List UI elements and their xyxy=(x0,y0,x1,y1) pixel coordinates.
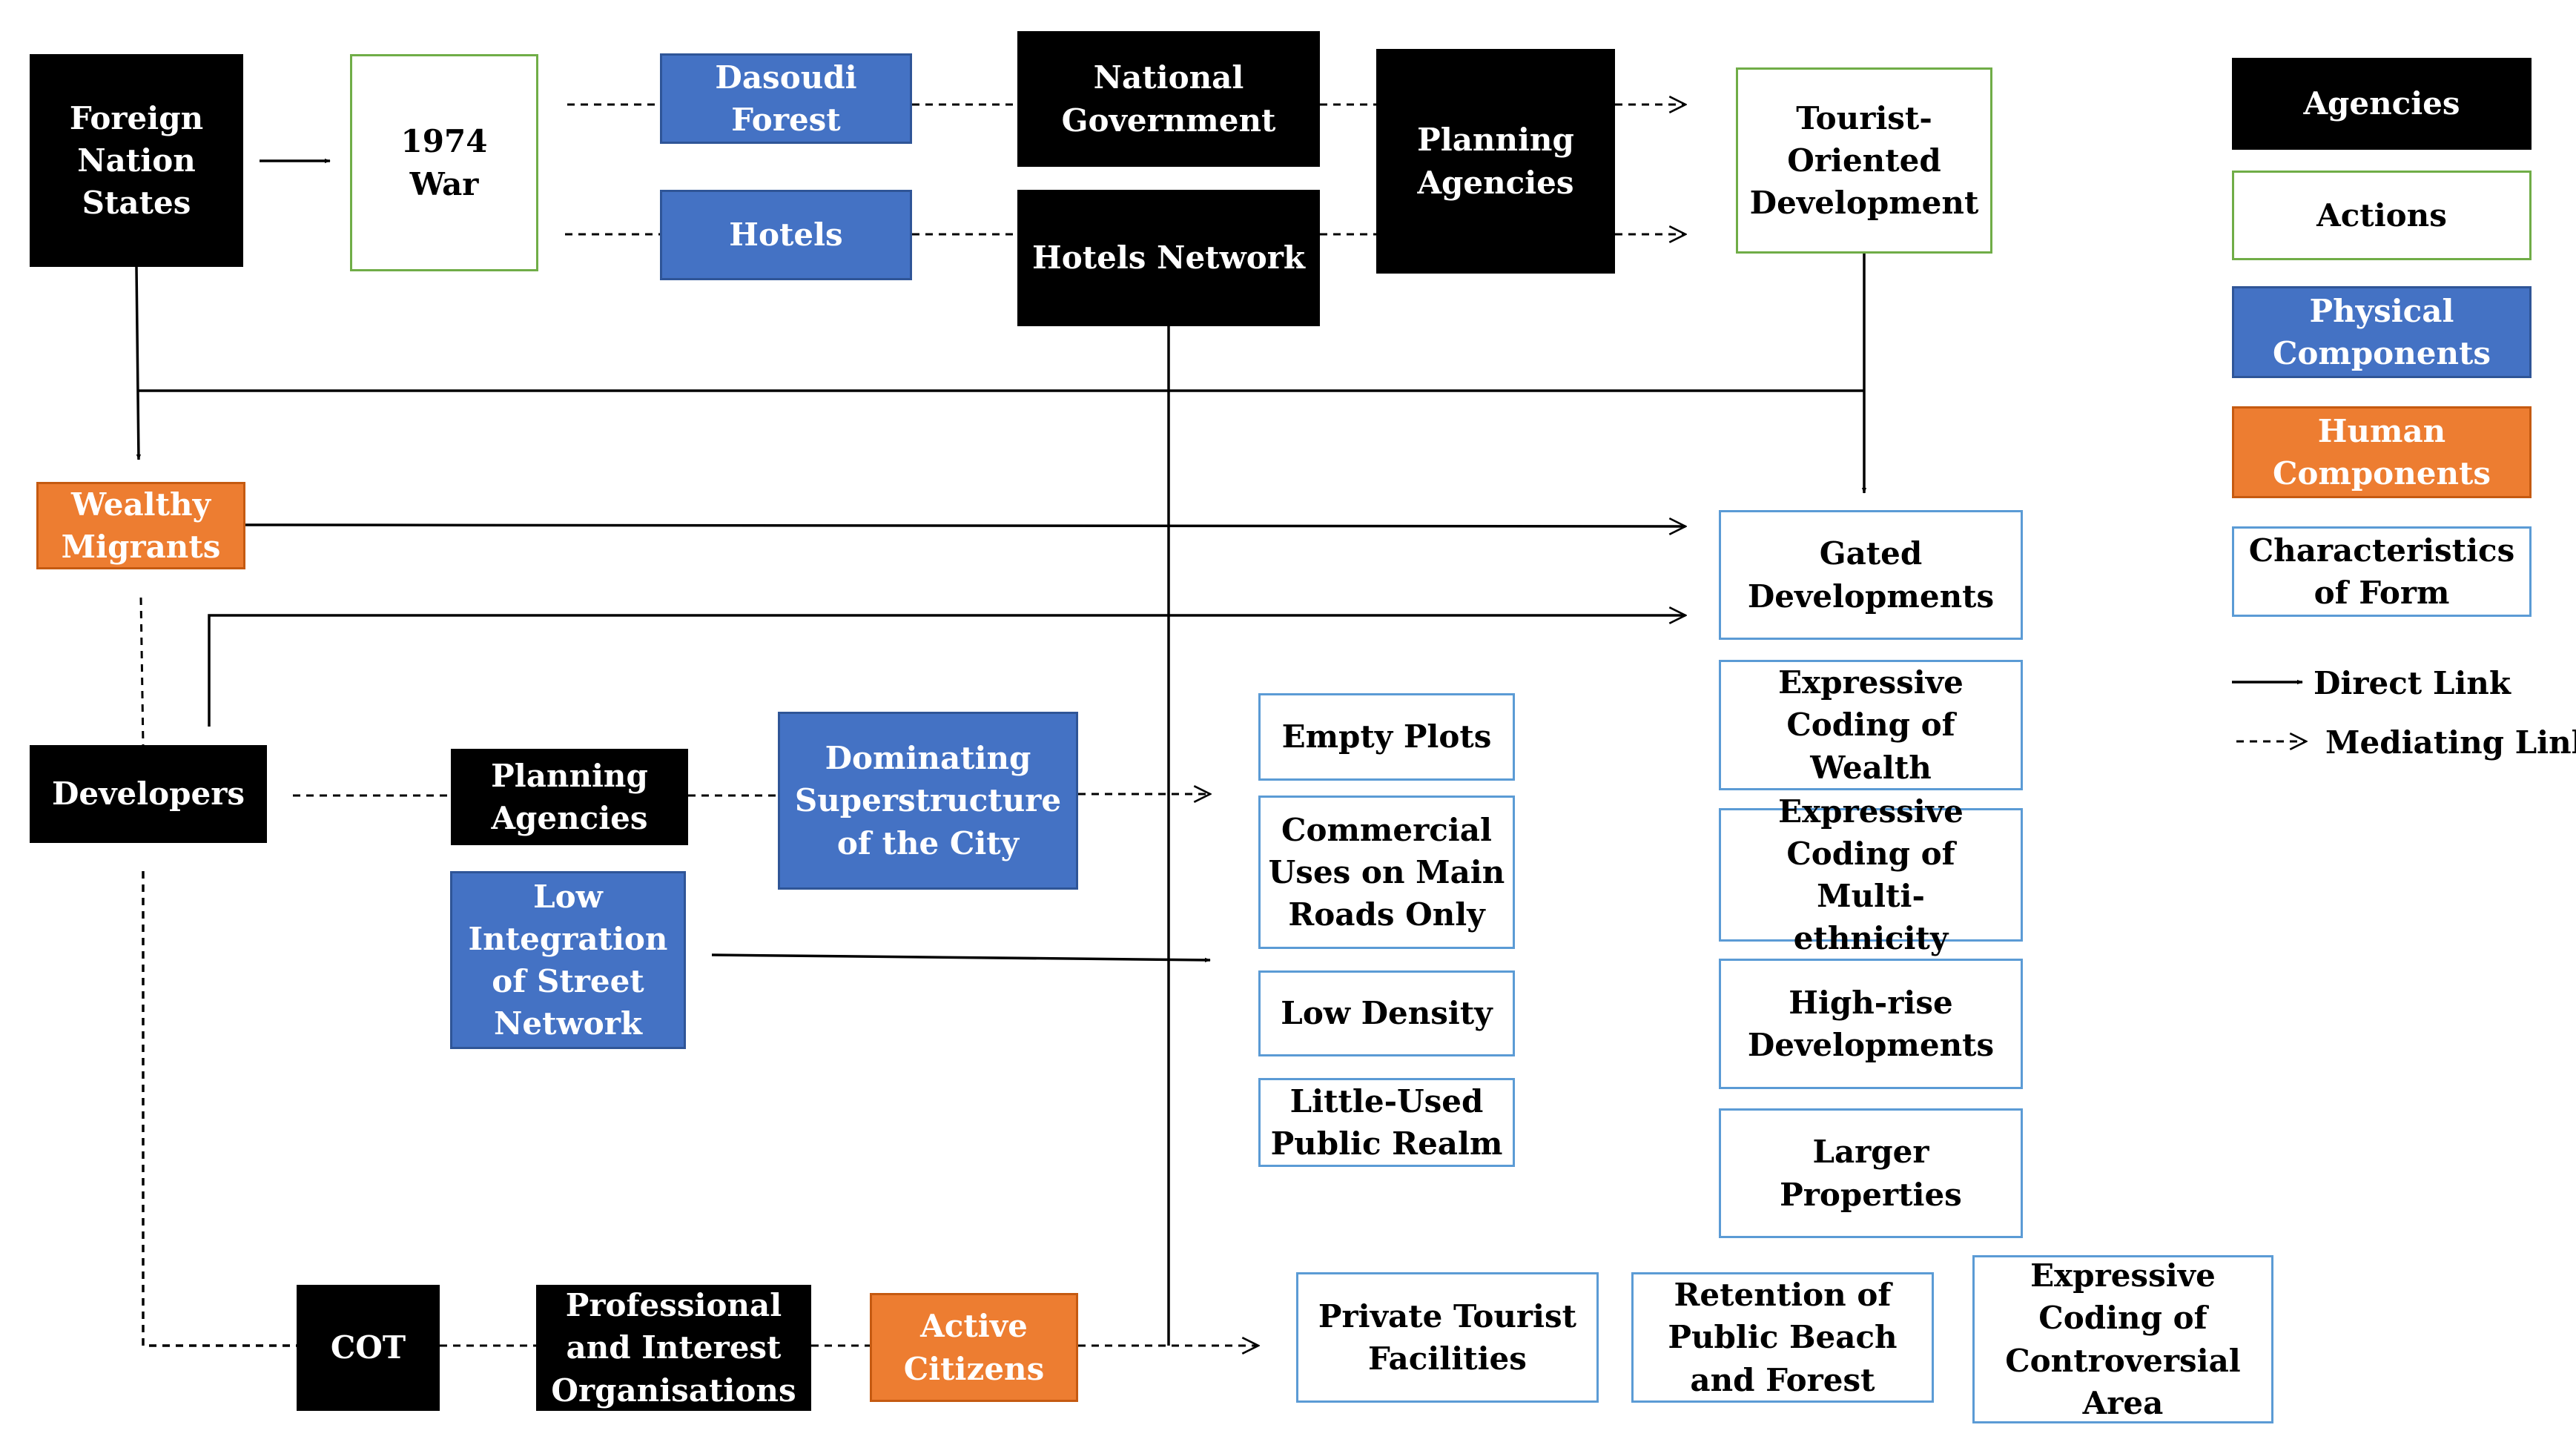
node-planning-agencies-top: Planning Agencies xyxy=(1376,49,1615,274)
node-little-used-public-realm: Little-Used Public Realm xyxy=(1258,1078,1515,1167)
node-low-integration: Low Integration of Street Network xyxy=(450,871,686,1049)
link-developers-to-cot xyxy=(142,871,297,1347)
legend-human-components: Human Components xyxy=(2232,406,2532,498)
node-1974-war: 1974 War xyxy=(350,54,538,271)
legend-characteristics-of-form: Characteristics of Form xyxy=(2232,526,2532,617)
link-migrants-to-gated xyxy=(244,525,1685,526)
node-low-density: Low Density xyxy=(1258,970,1515,1056)
link-lowint-to-forms xyxy=(711,953,1211,963)
node-wealthy-migrants: Wealthy Migrants xyxy=(36,482,245,569)
node-high-rise-developments: High-rise Developments xyxy=(1719,959,2023,1089)
link-developers-to-gated xyxy=(208,615,1685,727)
node-commercial-uses: Commercial Uses on Main Roads Only xyxy=(1258,796,1515,949)
node-expressive-coding-multiethnicity: Expressive Coding of Multi- ethnicity xyxy=(1719,793,2023,956)
legend-agencies: Agencies xyxy=(2232,58,2532,150)
node-dasoudi-forest: Dasoudi Forest xyxy=(660,53,912,144)
node-tourist-oriented-development: Tourist- Oriented Development xyxy=(1736,67,1992,254)
node-expressive-coding-controversial: Expressive Coding of Controversial Area xyxy=(1972,1255,2273,1423)
node-retention-public-beach: Retention of Public Beach and Forest xyxy=(1631,1272,1934,1403)
node-hotels: Hotels xyxy=(660,190,912,280)
node-developers: Developers xyxy=(30,745,267,843)
node-planning-agencies-mid: Planning Agencies xyxy=(451,749,688,845)
node-professional-organisations: Professional and Interest Organisations xyxy=(536,1285,811,1411)
node-empty-plots: Empty Plots xyxy=(1258,693,1515,781)
mlink-migrants-developers xyxy=(139,597,145,746)
node-national-government: National Government xyxy=(1017,31,1320,167)
node-hotels-network: Hotels Network xyxy=(1017,190,1320,326)
node-private-tourist-facilities: Private Tourist Facilities xyxy=(1296,1272,1599,1403)
legend-physical-components: Physical Components xyxy=(2232,286,2532,378)
legend-direct-link-label: Direct Link xyxy=(2314,665,2511,701)
node-larger-properties: Larger Properties xyxy=(1719,1108,2023,1238)
node-cot: COT xyxy=(297,1285,440,1411)
link-foreign-down xyxy=(135,266,142,460)
node-active-citizens: Active Citizens xyxy=(870,1293,1078,1402)
node-foreign-nation-states: Foreign Nation States xyxy=(30,54,243,267)
legend-mediating-link-label: Mediating Link xyxy=(2325,724,2576,761)
node-expressive-coding-wealth: Expressive Coding of Wealth xyxy=(1719,660,2023,790)
node-dominating-superstructure: Dominating Superstructure of the City xyxy=(778,712,1078,890)
node-gated-developments: Gated Developments xyxy=(1719,510,2023,640)
legend-actions: Actions xyxy=(2232,171,2532,260)
